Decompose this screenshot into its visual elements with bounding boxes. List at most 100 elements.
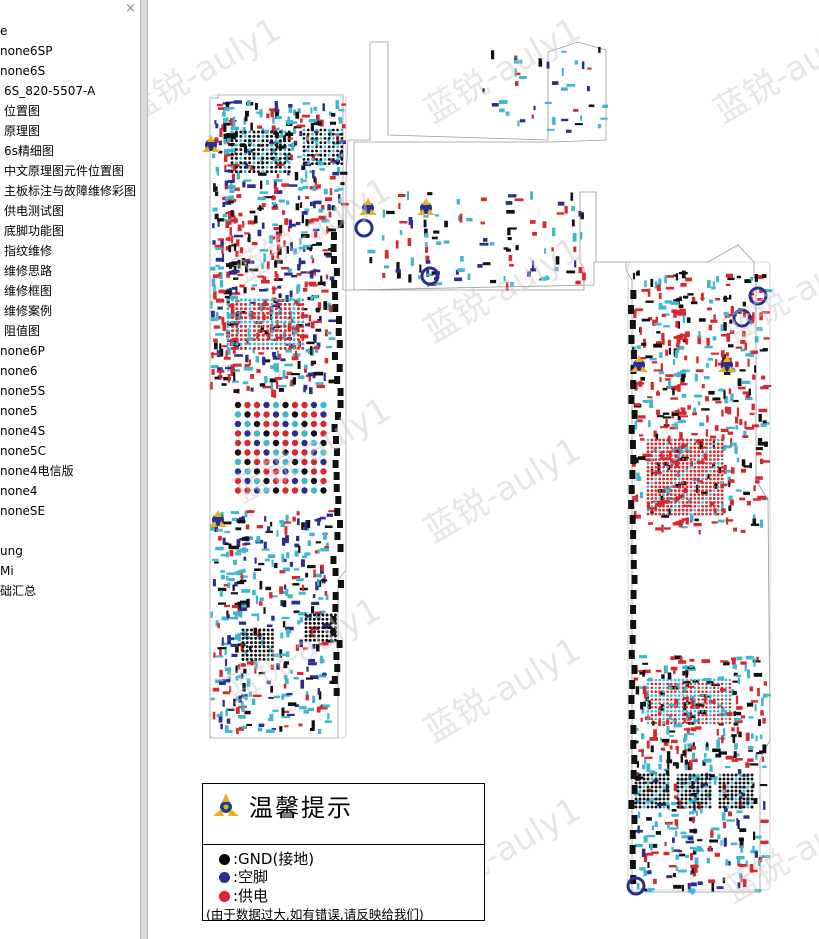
component-mark bbox=[328, 510, 336, 513]
tree-item[interactable]: none4S bbox=[0, 424, 46, 438]
component-mark bbox=[668, 714, 672, 720]
bga-ball bbox=[650, 497, 654, 500]
tree-item[interactable]: 指纹维修 bbox=[4, 244, 53, 258]
panel-splitter[interactable] bbox=[140, 0, 148, 939]
tip-note: (由于数据过大,如有错误,请反映给我们) bbox=[206, 907, 424, 922]
bga-ball bbox=[701, 686, 704, 690]
tree-item[interactable]: none4 bbox=[0, 484, 38, 498]
tree-item[interactable]: none6SP bbox=[0, 44, 53, 58]
component-mark bbox=[529, 220, 536, 224]
tree-item[interactable]: 主板标注与故障维修彩图 bbox=[4, 184, 137, 198]
component-mark bbox=[507, 228, 511, 236]
component-mark bbox=[638, 456, 646, 460]
component-mark bbox=[294, 704, 300, 708]
tree-item[interactable]: 6S_820-5507-A bbox=[4, 84, 96, 98]
bga-ball bbox=[709, 497, 712, 500]
tree-item[interactable]: 位置图 bbox=[4, 104, 41, 118]
bga-ball bbox=[248, 320, 252, 324]
bga-ball bbox=[689, 694, 693, 697]
bga-ball bbox=[666, 717, 669, 721]
bga-ball bbox=[262, 636, 266, 640]
tree-item[interactable]: none5 bbox=[0, 404, 38, 418]
tree-item[interactable]: none6 bbox=[0, 364, 38, 378]
tree-item[interactable]: 维修案例 bbox=[4, 304, 53, 318]
component-mark bbox=[288, 184, 298, 187]
bga-ball bbox=[650, 785, 654, 789]
bga-ball bbox=[681, 690, 685, 693]
tree-item[interactable]: 维修框图 bbox=[4, 284, 53, 298]
component-mark bbox=[244, 710, 251, 715]
component-mark bbox=[226, 610, 229, 617]
component-mark bbox=[254, 557, 257, 564]
component-mark bbox=[263, 299, 268, 306]
bga-ball bbox=[262, 632, 266, 636]
component-mark bbox=[316, 384, 325, 389]
tree-item[interactable]: 维修思路 bbox=[4, 264, 53, 278]
component-mark bbox=[283, 675, 288, 680]
component-mark bbox=[210, 697, 215, 701]
tree-item[interactable]: none6P bbox=[0, 344, 45, 358]
component-mark bbox=[233, 372, 236, 382]
bga-ball bbox=[321, 634, 325, 638]
tree-item[interactable]: none4电信版 bbox=[0, 464, 74, 478]
tree-item[interactable]: none5C bbox=[0, 444, 46, 458]
tree-item[interactable]: 供电测试图 bbox=[4, 204, 65, 218]
logo-marker-icon bbox=[219, 521, 227, 527]
bga-ball bbox=[701, 497, 704, 500]
component-mark bbox=[226, 122, 233, 126]
component-mark bbox=[313, 573, 322, 578]
tree-item[interactable]: ung bbox=[0, 544, 23, 558]
component-mark bbox=[222, 537, 226, 545]
bga-ball bbox=[340, 137, 344, 140]
tree-item[interactable]: 6s精细图 bbox=[4, 144, 54, 158]
component-mark bbox=[636, 472, 640, 481]
tree-item[interactable]: noneSE bbox=[0, 504, 46, 518]
component-mark bbox=[703, 758, 712, 763]
component-mark bbox=[751, 350, 758, 354]
tree-item[interactable]: none5S bbox=[0, 384, 46, 398]
component-mark bbox=[279, 225, 283, 234]
component-mark bbox=[681, 518, 690, 521]
bga-ball bbox=[266, 653, 270, 657]
component-mark bbox=[672, 837, 675, 843]
bga-ball bbox=[724, 717, 728, 721]
component-mark bbox=[286, 246, 289, 254]
component-mark bbox=[660, 747, 666, 751]
component-mark bbox=[754, 274, 758, 282]
component-mark bbox=[645, 300, 654, 303]
bga-ball bbox=[325, 617, 329, 621]
component-mark bbox=[752, 845, 755, 851]
logo-marker-icon bbox=[723, 355, 731, 362]
bga-ball bbox=[693, 450, 697, 454]
component-mark bbox=[458, 215, 461, 221]
bga-ball bbox=[319, 162, 323, 166]
component-mark bbox=[651, 851, 659, 854]
component-mark bbox=[313, 346, 320, 350]
tree-item[interactable]: 原理图 bbox=[4, 124, 41, 138]
tree-item[interactable]: none6S bbox=[0, 64, 46, 78]
tree-item[interactable]: e bbox=[0, 24, 8, 38]
component-mark bbox=[701, 408, 710, 411]
tree-item[interactable]: 础汇总 bbox=[0, 584, 37, 598]
tree-item[interactable]: 中文原理图元件位置图 bbox=[4, 164, 125, 178]
component-mark bbox=[227, 164, 237, 167]
component-mark bbox=[644, 280, 647, 288]
component-mark bbox=[667, 339, 672, 347]
component-mark bbox=[284, 725, 289, 728]
component-mark bbox=[659, 352, 663, 358]
bga-ball bbox=[693, 485, 697, 489]
close-icon[interactable]: × bbox=[125, 1, 136, 16]
component-mark bbox=[224, 154, 228, 162]
component-mark bbox=[233, 147, 237, 155]
component-mark bbox=[266, 261, 270, 270]
tree-item[interactable]: 底脚功能图 bbox=[4, 224, 65, 238]
component-mark bbox=[240, 600, 249, 603]
tree-item[interactable]: 阻值图 bbox=[4, 324, 41, 338]
bga-ball bbox=[282, 468, 289, 475]
component-mark bbox=[276, 350, 280, 358]
bga-ball bbox=[705, 473, 708, 477]
bga-ball bbox=[726, 789, 730, 793]
tree-item[interactable]: Mi bbox=[0, 564, 14, 578]
bga-ball bbox=[666, 504, 669, 508]
